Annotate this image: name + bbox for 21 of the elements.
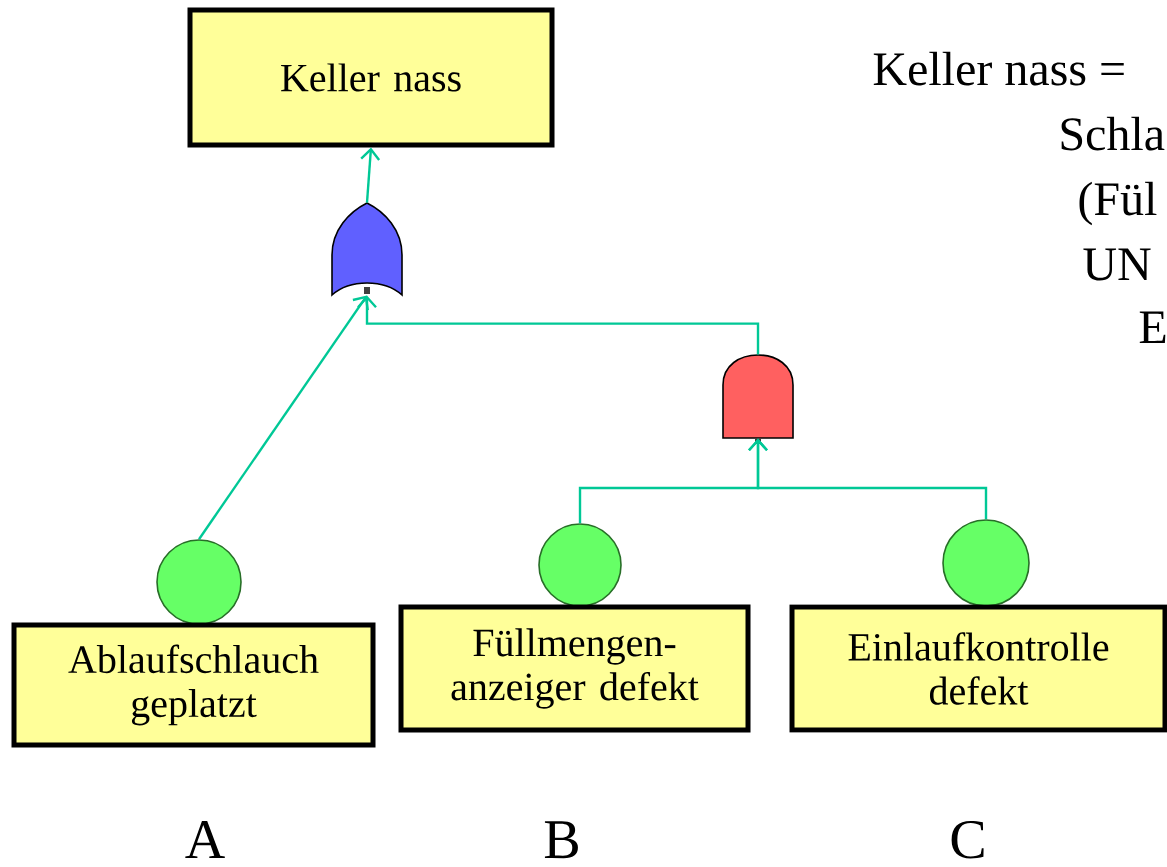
basic-event-circle (942, 519, 1030, 607)
formula-text: Schla (1061, 116, 1165, 151)
arrow (357, 295, 760, 355)
event-box: Ablaufschlauch geplatzt (11, 622, 376, 748)
column-letter: C (951, 820, 984, 859)
formula-text: UN (1083, 248, 1151, 281)
formula-text: E (1139, 311, 1166, 343)
event-box: Einlaufkontrolle defekt (789, 604, 1167, 733)
column-letter: B (544, 821, 578, 859)
basic-event-circle (156, 539, 242, 625)
event-box: Keller nass (187, 7, 555, 148)
arrow (748, 438, 988, 520)
arrow (360, 147, 381, 203)
and-gate (722, 354, 794, 444)
or-gate (331, 202, 403, 296)
basic-event-circle (538, 523, 622, 607)
arrow (198, 295, 369, 540)
column-letter: A (185, 821, 225, 858)
formula-text: (Fül (1079, 181, 1157, 226)
formula-text: Keller nass = (873, 51, 1124, 86)
event-box: Füllmengen- anzeiger defekt (398, 604, 751, 733)
